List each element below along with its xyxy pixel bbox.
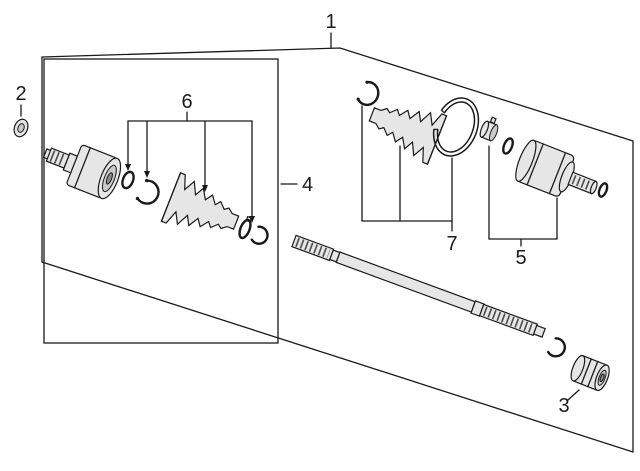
callout-3-label: 3 — [558, 395, 569, 417]
callout-4: 4 — [280, 174, 313, 196]
outboard-boot — [160, 172, 240, 230]
callout-6-label: 6 — [181, 91, 192, 113]
callout-2-label: 2 — [15, 83, 26, 105]
inboard-band-clamp — [432, 97, 480, 157]
callout-5: 5 — [488, 145, 558, 269]
inboard-boot — [368, 107, 448, 165]
axle-shaft — [291, 234, 546, 338]
shaft-end — [532, 324, 546, 338]
boot-washer — [121, 170, 135, 190]
callout-7: 7 — [361, 105, 458, 255]
outboard-group-box — [43, 58, 279, 344]
assembly-outline — [41, 47, 634, 453]
inboard-ring — [502, 137, 514, 155]
inboard-cv-joint — [515, 139, 598, 197]
outboard-ring-clip — [250, 225, 269, 245]
callout-1-label: 1 — [325, 11, 336, 33]
callout-6: 6 — [125, 91, 255, 223]
callout-3: 3 — [558, 389, 580, 417]
callout-1: 1 — [325, 11, 337, 49]
damper-clip-ring — [546, 337, 567, 358]
inboard-end-ring — [597, 182, 609, 198]
dynamic-damper — [570, 354, 610, 392]
spindle-nut — [13, 118, 29, 138]
outboard-cv-joint — [42, 144, 122, 200]
inboard-snap-ring — [356, 80, 380, 107]
callout-5-label: 5 — [515, 247, 526, 269]
outboard-clamp-ring — [135, 178, 160, 205]
inboard-bushing — [479, 116, 499, 142]
callout-7-label: 7 — [446, 233, 457, 255]
callout-3-leader — [567, 389, 580, 401]
callout-2: 2 — [15, 83, 27, 117]
callout-4-label: 4 — [302, 174, 313, 196]
shaft-body — [335, 251, 476, 313]
